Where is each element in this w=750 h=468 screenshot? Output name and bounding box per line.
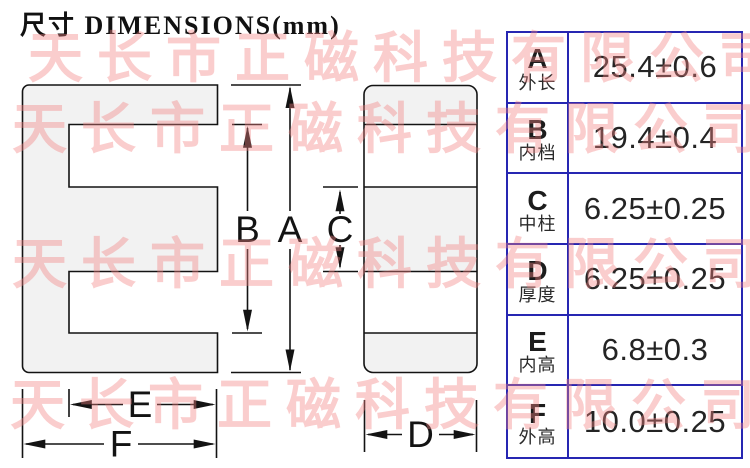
dim-letter: D (527, 255, 548, 287)
dimension-b: B (232, 123, 262, 334)
dim-chinese-name: 内高 (518, 355, 557, 376)
dim-letter: A (527, 43, 548, 75)
dim-chinese-name: 外高 (518, 426, 557, 447)
table-row-c: C 中柱 6.25±0.25 (508, 174, 741, 245)
table-key-cell: C 中柱 (508, 174, 569, 243)
table-row-e: E 内高 6.8±0.3 (508, 315, 741, 387)
dim-label-e: E (128, 384, 153, 425)
dim-value: 25.4±0.6 (592, 49, 718, 85)
dim-letter: C (527, 184, 548, 216)
dim-value: 10.0±0.25 (583, 403, 727, 439)
dim-value: 19.4±0.4 (592, 119, 718, 155)
dim-label-c: C (327, 209, 354, 250)
table-row-d: D 厚度 6.25±0.25 (508, 244, 741, 316)
dim-chinese-name: 内档 (518, 143, 557, 164)
dimension-e: E (21, 384, 218, 458)
e-core-front-view (21, 84, 219, 374)
dimensions-table: A 外长 25.4±0.6 B 内档 19.4±0.4 C 中柱 6.25±0.… (506, 31, 743, 459)
dim-chinese-name: 外长 (518, 72, 557, 93)
table-key-cell: F 外高 (508, 386, 569, 457)
dimension-c: C (323, 186, 358, 273)
table-row-b: B 内档 19.4±0.4 (508, 103, 741, 175)
dimension-drawing: A B C (21, 84, 478, 465)
table-key-cell: B 内档 (508, 103, 569, 173)
table-row-a: A 外长 25.4±0.6 (508, 33, 741, 104)
e-core-side-view (363, 84, 478, 374)
dim-letter: F (528, 397, 547, 429)
table-row-f: F 外高 10.0±0.25 (508, 386, 741, 457)
dim-chinese-name: 中柱 (518, 213, 557, 234)
dim-label-b: B (235, 209, 260, 250)
dimension-f: F (23, 424, 216, 465)
dim-letter: B (527, 113, 548, 145)
dim-value: 6.8±0.3 (601, 331, 709, 367)
page-title: 尺寸 DIMENSIONS(mm) (20, 11, 341, 40)
dim-value: 6.25±0.25 (583, 190, 727, 226)
dim-label-f: F (110, 424, 133, 465)
dim-chinese-name: 厚度 (518, 284, 557, 305)
dimension-d: D (363, 400, 478, 455)
table-key-cell: D 厚度 (508, 244, 569, 314)
table-key-cell: A 外长 (508, 33, 569, 102)
dimension-a: A (231, 84, 303, 374)
dim-label-d: D (407, 414, 434, 455)
table-key-cell: E 内高 (508, 315, 569, 385)
dim-value: 6.25±0.25 (583, 261, 727, 297)
dim-letter: E (528, 325, 547, 357)
dim-label-a: A (278, 209, 303, 250)
